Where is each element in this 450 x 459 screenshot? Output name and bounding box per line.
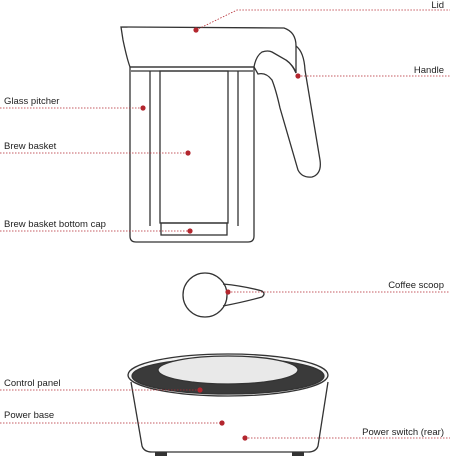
label-brew-basket-bottom-cap: Brew basket bottom cap — [4, 219, 106, 230]
label-coffee-scoop: Coffee scoop — [388, 280, 444, 291]
label-lid: Lid — [431, 0, 444, 11]
base-body — [130, 381, 329, 453]
scoop-handle — [222, 283, 265, 307]
label-brew-basket: Brew basket — [4, 141, 57, 152]
brew-basket-bottom-cap-shape — [160, 222, 228, 236]
dot-lid — [193, 27, 199, 33]
handle-inner-edge — [285, 59, 297, 74]
coffee-scoop — [182, 272, 265, 318]
leader-lid — [195, 9, 450, 31]
pitcher — [120, 26, 321, 243]
handle-shape — [253, 45, 321, 178]
scoop-bowl — [182, 272, 228, 318]
label-handle: Handle — [413, 65, 444, 76]
dot-glass-pitcher — [140, 105, 146, 111]
dot-power-switch — [242, 435, 248, 441]
label-power-switch: Power switch (rear) — [362, 427, 444, 438]
control-panel-shape — [157, 355, 299, 385]
dot-control-panel — [197, 387, 203, 393]
label-glass-pitcher: Glass pitcher — [4, 96, 60, 107]
dot-bottom-cap — [187, 228, 193, 234]
brew-basket-shape — [159, 70, 229, 224]
dot-power-base — [219, 420, 225, 426]
power-base — [127, 353, 329, 456]
foot-right — [292, 452, 304, 456]
leader-lines — [0, 9, 450, 439]
dot-handle — [295, 73, 301, 79]
foot-left — [155, 452, 167, 456]
label-control-panel: Control panel — [4, 378, 61, 389]
leader-dots — [140, 27, 301, 441]
lid-shape — [120, 26, 297, 74]
glass-body — [129, 67, 255, 243]
dot-brew-basket — [185, 150, 191, 156]
dot-coffee-scoop — [225, 289, 231, 295]
label-power-base: Power base — [4, 410, 55, 421]
